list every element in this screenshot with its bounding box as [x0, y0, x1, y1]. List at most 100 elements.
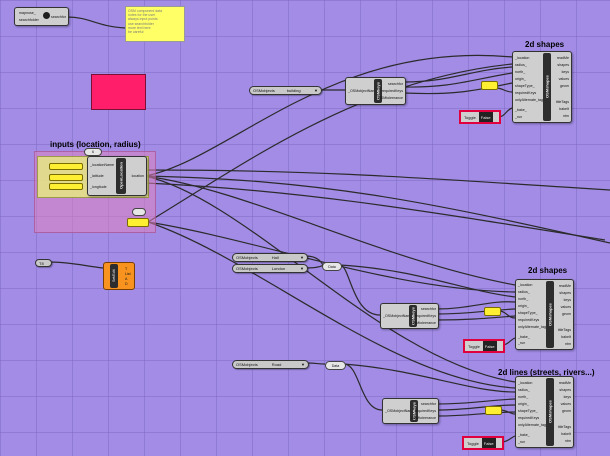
port-d[interactable]: D	[125, 281, 128, 286]
latitude-input[interactable]	[49, 174, 83, 181]
required-keys-port[interactable]: requiredKeys	[518, 317, 540, 322]
searchfor-port[interactable]: searchfor	[388, 81, 403, 86]
geom-port[interactable]: geom	[562, 408, 571, 413]
merge-data-node[interactable]: Data	[322, 262, 342, 271]
bake-it-port[interactable]: bakeIt	[559, 107, 569, 112]
run-port[interactable]: _run	[515, 114, 523, 119]
shapes-port[interactable]: shapes	[557, 62, 569, 67]
osm-keys-component-2[interactable]: _OSMobjectName OSMkeys searchfor require…	[380, 303, 439, 329]
keys-port[interactable]: keys	[561, 69, 569, 74]
osm-object-dropdown-building[interactable]: OSMobjects building ▼	[249, 86, 322, 95]
radius-port[interactable]: radius_	[518, 290, 530, 295]
radius-input[interactable]	[127, 218, 149, 227]
geom-port[interactable]: geom	[560, 83, 569, 88]
searchfor-port[interactable]: searchfor	[421, 402, 436, 407]
location-port[interactable]: _location	[515, 55, 530, 60]
origin-port[interactable]: origin_	[518, 401, 529, 406]
north-port[interactable]: north_	[518, 297, 529, 302]
only-alternate-tags-port[interactable]: onlyAlternate_tags_	[518, 422, 550, 427]
run-toggle-2[interactable]: Toggle False	[463, 339, 505, 353]
location-name-input[interactable]	[49, 163, 83, 170]
ntm-port[interactable]: ntm	[565, 439, 571, 444]
shapes-port[interactable]: shapes	[559, 387, 571, 392]
shape-type-input-2[interactable]	[484, 307, 501, 316]
title-tags-port[interactable]: titleTags	[557, 425, 571, 430]
required-keys-port[interactable]: requiredKeys	[414, 313, 436, 318]
osm-keys-component-1[interactable]: _OSMobjectName OSMkeys searchfor require…	[345, 77, 406, 105]
run-port[interactable]: _run	[518, 439, 526, 444]
mapnose-port[interactable]: mapnose_	[19, 11, 36, 16]
port-list[interactable]: List	[125, 271, 131, 276]
shape-type-input-1[interactable]	[481, 81, 498, 90]
geom-port[interactable]: geom	[562, 311, 571, 316]
osm-tolerance-port[interactable]: OSMtoleerance	[411, 415, 436, 420]
shape-type-port[interactable]: shapeType_	[515, 83, 535, 88]
ntm-port[interactable]: ntm	[565, 341, 571, 346]
north-port[interactable]: north_	[518, 394, 529, 399]
longitude-port[interactable]: _longitude	[90, 185, 107, 190]
osm-tolerance-port[interactable]: OSMtoleerance	[411, 320, 436, 325]
readme-port[interactable]: readMe	[558, 380, 571, 385]
run-port[interactable]: _run	[518, 341, 526, 346]
values-port[interactable]: values	[560, 304, 571, 309]
north-port[interactable]: north_	[515, 69, 526, 74]
run-toggle-1[interactable]: Toggle False	[459, 110, 501, 124]
osm-shapes-component-2[interactable]: _location radius_ north_ origin_ shapeTy…	[515, 279, 574, 350]
keys-port[interactable]: keys	[563, 297, 571, 302]
searchfolder-port[interactable]: searchfolder	[19, 17, 39, 22]
bake-port[interactable]: _bake_	[515, 107, 527, 112]
title-tags-port[interactable]: titleTags	[555, 100, 569, 105]
values-port[interactable]: values	[560, 401, 571, 406]
origin-port[interactable]: origin_	[515, 76, 526, 81]
bake-it-port[interactable]: bakeIt	[561, 432, 571, 437]
required-keys-port[interactable]: requiredKeys	[381, 88, 403, 93]
origin-port[interactable]: origin_	[518, 304, 529, 309]
osm-object-dropdown-road[interactable]: OSMobjects Road ▼	[232, 360, 309, 369]
osm-tolerance-port[interactable]: OSMtoleerance	[378, 96, 403, 101]
only-alternate-tags-port[interactable]: onlyAlternate_tags_	[518, 324, 550, 329]
osm-shapes-component-1[interactable]: _location radius_ north_ origin_ shapeTy…	[512, 51, 572, 123]
set-edit-component[interactable]: Set/Edit T List A D	[103, 262, 135, 290]
shape-type-port[interactable]: shapeType_	[518, 311, 538, 315]
osm-object-name-port[interactable]: _OSMobjectName	[385, 409, 415, 413]
readme-port[interactable]: readMe	[556, 55, 569, 60]
small-param-input[interactable]: T8	[35, 259, 52, 267]
location-port[interactable]: _location	[518, 283, 533, 288]
title-tags-port[interactable]: titleTags	[557, 327, 571, 332]
radius-port[interactable]: radius_	[518, 387, 530, 392]
open-location-component[interactable]: _locationName _latitude _longitude OpenL…	[87, 156, 147, 196]
required-keys-port[interactable]: requiredKeys	[515, 90, 537, 95]
port-t[interactable]: T	[125, 266, 128, 271]
location-name-port[interactable]: _locationName	[90, 162, 114, 167]
radius-port[interactable]: radius_	[515, 62, 527, 67]
required-keys-port[interactable]: requiredKeys	[518, 415, 540, 420]
location-port[interactable]: _location	[518, 380, 533, 385]
shape-type-input-3[interactable]	[485, 406, 502, 415]
magenta-panel[interactable]	[91, 74, 146, 110]
yellow-note-panel[interactable]: OSM component data notes for the user al…	[125, 6, 185, 42]
osm-shapes-component-3[interactable]: _location radius_ north_ origin_ shapeTy…	[515, 376, 574, 448]
osm-object-name-port[interactable]: _OSMobjectName	[348, 89, 378, 93]
only-alternate-tags-port[interactable]: onlyAlternate_tags_	[515, 97, 547, 102]
osm-object-dropdown-hall[interactable]: OSMobjects Hall ▼	[232, 253, 308, 262]
merge-data-node-road[interactable]: Data	[325, 361, 346, 370]
keys-port[interactable]: keys	[563, 394, 571, 399]
osm-object-dropdown-london[interactable]: OSMobjects London ▼	[232, 264, 308, 273]
osm-keys-component-3[interactable]: _OSMobjectName OSMkeys searchfor require…	[382, 398, 439, 424]
location-output-port[interactable]: location	[131, 174, 144, 178]
run-toggle-3[interactable]: Toggle False	[462, 436, 504, 450]
required-keys-port[interactable]: requiredKeys	[414, 408, 436, 413]
readme-port[interactable]: readMe	[558, 283, 571, 288]
bake-port[interactable]: _bake_	[518, 432, 530, 437]
searchfolder-component[interactable]: mapnose_ searchfolder searchfor	[14, 7, 69, 26]
shape-type-port[interactable]: shapeType_	[518, 408, 538, 413]
searchfor-port[interactable]: searchfor	[421, 307, 436, 312]
osm-object-name-port[interactable]: _OSMobjectName	[383, 314, 413, 318]
bake-port[interactable]: _bake_	[518, 334, 530, 339]
values-port[interactable]: values	[558, 76, 569, 81]
searchfor-port[interactable]: searchfor	[51, 14, 66, 19]
ntm-port[interactable]: ntm	[563, 114, 569, 119]
latitude-port[interactable]: _latitude	[90, 173, 104, 178]
shapes-port[interactable]: shapes	[559, 290, 571, 295]
port-a[interactable]: A	[125, 276, 128, 281]
